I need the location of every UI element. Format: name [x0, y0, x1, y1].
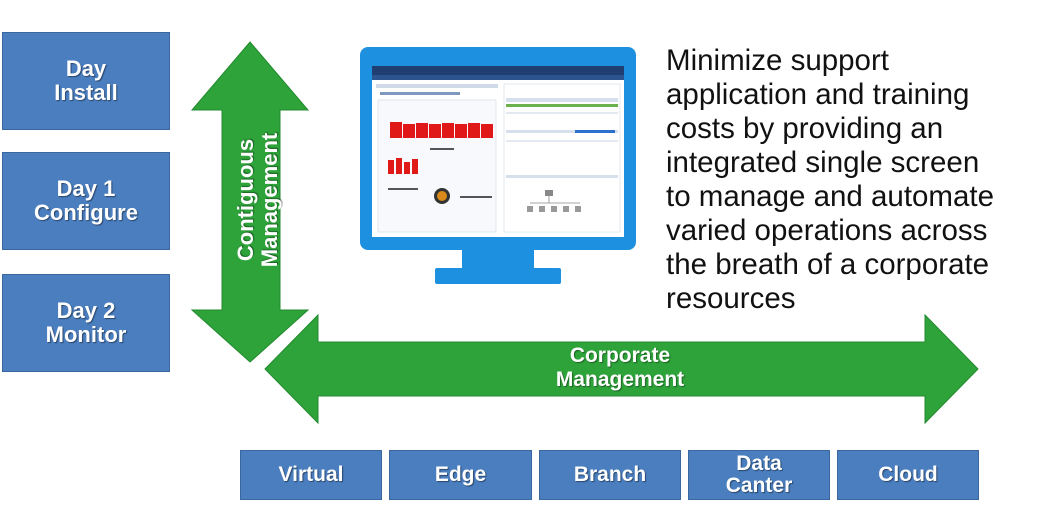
- description-line: resources: [666, 282, 796, 315]
- corporate-label-line1: Corporate: [569, 344, 671, 367]
- day-install-box: Day Install: [2, 32, 170, 130]
- resource-virtual-label: Virtual: [278, 463, 344, 486]
- description-line: application and training: [666, 78, 970, 111]
- day-1-line1: Day 1: [56, 176, 116, 201]
- description-line: integrated single screen: [666, 146, 980, 179]
- contiguous-label-line1: Contiguous: [233, 138, 258, 262]
- contiguous-management-arrow: [190, 41, 310, 363]
- resource-cloud-label: Cloud: [878, 463, 938, 486]
- resource-data-center-line1: Data: [736, 452, 782, 475]
- resource-edge-label: Edge: [434, 463, 487, 486]
- day-1-line2: Configure: [34, 200, 138, 225]
- day-install-line1: Day: [65, 56, 107, 81]
- resource-branch-box: Branch: [539, 450, 681, 500]
- day-2-line1: Day 2: [56, 298, 116, 323]
- description-line: the breath of a corporate: [666, 248, 990, 281]
- resource-data-center-line2: Canter: [725, 474, 793, 497]
- description-line: to manage and automate: [666, 180, 995, 213]
- contiguous-label-line2: Management: [257, 132, 282, 268]
- resource-cloud-box: Cloud: [837, 450, 979, 500]
- description-line: costs by providing an: [666, 112, 944, 145]
- resource-edge-box: Edge: [389, 450, 532, 500]
- corporate-management-label: Corporate Management: [520, 344, 720, 392]
- day-install-line2: Install: [54, 80, 118, 105]
- corporate-label-line2: Management: [555, 368, 685, 391]
- resource-data-center-box: Data Canter: [688, 450, 830, 500]
- day-2-monitor-box: Day 2 Monitor: [2, 274, 170, 372]
- description-line: Minimize support: [666, 44, 889, 77]
- monitor-icon: [360, 47, 636, 284]
- day-1-configure-box: Day 1 Configure: [2, 152, 170, 250]
- resource-virtual-box: Virtual: [240, 450, 382, 500]
- description-text: Minimize support application and trainin…: [666, 44, 1046, 316]
- description-line: varied operations across: [666, 214, 988, 247]
- resource-branch-label: Branch: [573, 463, 647, 486]
- corporate-management-arrow: [264, 313, 979, 425]
- day-2-line2: Monitor: [45, 322, 127, 347]
